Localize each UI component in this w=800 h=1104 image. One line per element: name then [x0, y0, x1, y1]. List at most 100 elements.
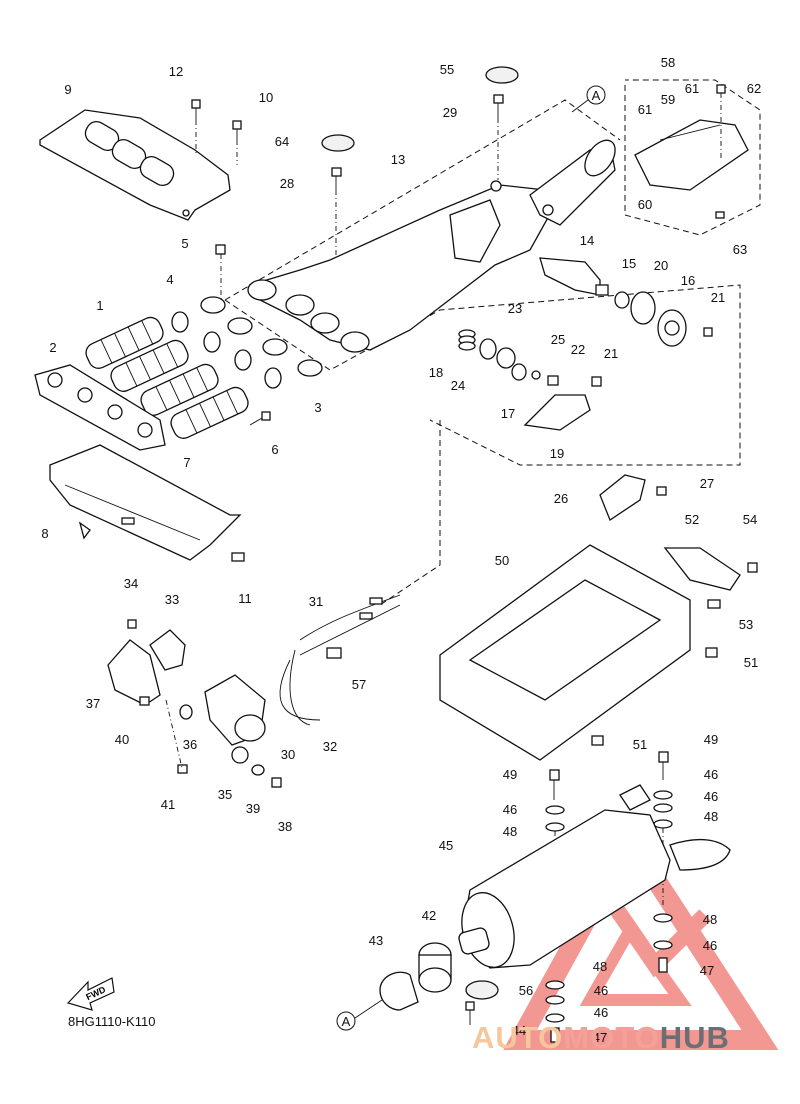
part-58-shield-kit: [624, 79, 761, 236]
callout-6: 6: [271, 442, 278, 457]
callout-38: 38: [278, 819, 292, 834]
part-6-bolt: [261, 411, 271, 421]
box-13-lower: [224, 284, 741, 466]
watermark-part2: MOTO: [563, 1020, 660, 1055]
part-35-grommet: [231, 746, 249, 764]
callout-51: 51: [633, 737, 647, 752]
callout-62: 62: [747, 81, 761, 96]
callout-45: 45: [439, 838, 453, 853]
callout-59: 59: [661, 92, 675, 107]
callout-53: 53: [739, 617, 753, 632]
watermark-logo: [503, 820, 779, 1050]
svg-text:A: A: [592, 88, 601, 103]
callout-18: 18: [429, 365, 443, 380]
callout-29: 29: [443, 105, 457, 120]
callout-2: 2: [49, 340, 56, 355]
callout-43: 43: [369, 933, 383, 948]
callout-46: 46: [594, 983, 608, 998]
part-5-bolt: [215, 244, 226, 300]
callout-4: 4: [166, 272, 173, 287]
callout-21: 21: [604, 346, 618, 361]
callout-50: 50: [495, 553, 509, 568]
part-50-chamber: [439, 544, 691, 761]
callout-11: 11: [238, 591, 252, 606]
callout-44: 44: [512, 1023, 526, 1038]
callout-3: 3: [314, 400, 321, 415]
callout-40: 40: [115, 732, 129, 747]
callout-labels: 1234567891011121314151617181920212122232…: [41, 55, 761, 1045]
part-38-bolt: [271, 777, 282, 788]
part-55-cap: [485, 66, 519, 84]
part-30-sensor: [204, 674, 266, 746]
part-44-bolt: [465, 1001, 475, 1025]
part-7-lower-cover: [49, 444, 242, 561]
callout-26: 26: [554, 491, 568, 506]
callout-30: 30: [281, 747, 295, 762]
callout-24: 24: [451, 378, 465, 393]
part-64-cap: [321, 134, 355, 152]
part-36-grommet: [179, 704, 193, 720]
part-3-clamps: [200, 296, 323, 377]
callout-23: 23: [508, 301, 522, 316]
part-24-washer: [479, 338, 497, 360]
callout-47: 47: [593, 1030, 607, 1045]
part-27-bolt: [656, 486, 667, 496]
callout-46: 46: [704, 789, 718, 804]
callout-64: 64: [275, 134, 289, 149]
callout-52: 52: [685, 512, 699, 527]
callout-49: 49: [503, 767, 517, 782]
part-21-bolt-b: [591, 376, 602, 387]
part-21-bolt-a: [703, 327, 713, 337]
part-20-gasket: [630, 291, 656, 325]
part-8-clip: [78, 521, 91, 540]
callout-9: 9: [64, 82, 71, 97]
callout-48: 48: [503, 824, 517, 839]
callout-35: 35: [218, 787, 232, 802]
callout-58: 58: [661, 55, 675, 70]
callout-48: 48: [703, 912, 717, 927]
part-23-ring: [496, 347, 516, 369]
part-34-bolt: [127, 619, 137, 629]
part-41-bolt: [177, 764, 188, 774]
callout-46: 46: [594, 1005, 608, 1020]
part-17-retainer: [511, 363, 527, 381]
part-32-cable: [289, 649, 311, 726]
part-31-harness: [279, 594, 401, 721]
part-9-heat-shield: [39, 109, 231, 221]
callout-60: 60: [638, 197, 652, 212]
callout-16: 16: [681, 273, 695, 288]
part-48-46-47-stack-right-low: [653, 913, 673, 973]
watermark-text: AUTOMOTOHUB: [472, 1020, 730, 1056]
leader-dash-mid: [379, 420, 441, 606]
part-18-spring: [458, 329, 476, 351]
callout-19: 19: [550, 446, 564, 461]
callout-63: 63: [733, 242, 747, 257]
watermark-part1: AUTO: [472, 1020, 564, 1055]
part-10-bolt: [232, 120, 242, 165]
callout-46: 46: [503, 802, 517, 817]
callout-7: 7: [183, 455, 190, 470]
callout-46: 46: [703, 938, 717, 953]
part-51-nut-b: [591, 735, 604, 746]
callout-31: 31: [309, 594, 323, 609]
callout-39: 39: [246, 801, 260, 816]
ref-marker-a-bottom: A: [336, 999, 383, 1031]
part-12-bolt: [191, 99, 201, 155]
callout-1: 1: [96, 298, 103, 313]
callout-21: 21: [711, 290, 725, 305]
ref-marker-a-top: A: [571, 85, 606, 113]
watermark-part3: HUB: [659, 1020, 730, 1055]
callout-49: 49: [704, 732, 718, 747]
part-52-bracket: [663, 547, 741, 591]
callout-25: 25: [551, 332, 565, 347]
part-48-46-47-stack-mid-low: [545, 980, 565, 1043]
callout-10: 10: [259, 90, 273, 105]
part-39-washer: [251, 764, 265, 776]
part-26-plate: [599, 474, 646, 521]
part-54-bolt: [747, 562, 758, 573]
callout-37: 37: [86, 696, 100, 711]
callout-47: 47: [700, 963, 714, 978]
callout-20: 20: [654, 258, 668, 273]
callout-48: 48: [593, 959, 607, 974]
